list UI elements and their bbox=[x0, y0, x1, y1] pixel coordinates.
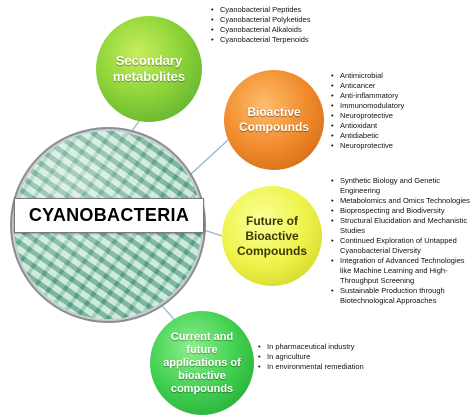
list-item: Neuroprotective bbox=[331, 141, 471, 151]
list-item: Structural Elucidation and Mechanistic S… bbox=[331, 216, 471, 236]
list-item: Antidiabetic bbox=[331, 131, 471, 141]
list-item: Cyanobacterial Alkaloids bbox=[211, 25, 351, 35]
list-item: Metabolomics and Omics Technologies bbox=[331, 196, 471, 206]
list-item: Antimicrobial bbox=[331, 71, 471, 81]
list-item: Cyanobacterial Peptides bbox=[211, 5, 351, 15]
bioactive-compounds-node: Bioactive Compounds bbox=[224, 70, 324, 170]
connector-future bbox=[203, 229, 223, 237]
list-item: Anticancer bbox=[331, 81, 471, 91]
center-label: CYANOBACTERIA bbox=[14, 198, 204, 233]
list-item: Synthetic Biology and Genetic Engineerin… bbox=[331, 176, 471, 196]
future-bioactive-label: Future of Bioactive Compounds bbox=[237, 213, 307, 258]
applications-label: Current and future applications of bioac… bbox=[163, 330, 241, 395]
bioactive-compounds-list: Antimicrobial Anticancer Anti-inflammato… bbox=[331, 71, 471, 151]
list-item: Continued Exploration of Untapped Cyanob… bbox=[331, 236, 471, 256]
applications-list: In pharmaceutical industry In agricultur… bbox=[258, 342, 458, 372]
list-item: Integration of Advanced Technologies lik… bbox=[331, 256, 471, 286]
secondary-metabolites-label: Secondary metabolites bbox=[112, 53, 186, 84]
future-bioactive-list: Synthetic Biology and Genetic Engineerin… bbox=[331, 176, 471, 306]
bioactive-compounds-label: Bioactive Compounds bbox=[239, 105, 309, 134]
list-item: Anti-inflammatory bbox=[331, 91, 471, 101]
list-item: Immunomodulatory bbox=[331, 101, 471, 111]
list-item: Cyanobacterial Terpenoids bbox=[211, 35, 351, 45]
list-item: In environmental remediation bbox=[258, 362, 458, 372]
list-item: Sustainable Production through Biotechno… bbox=[331, 286, 471, 306]
future-bioactive-node: Future of Bioactive Compounds bbox=[222, 186, 322, 286]
applications-node: Current and future applications of bioac… bbox=[150, 311, 254, 415]
list-item: Bioprospecting and Biodiversity bbox=[331, 206, 471, 216]
list-item: In agriculture bbox=[258, 352, 458, 362]
connector-bioactive bbox=[189, 139, 229, 176]
list-item: Neuroprotective bbox=[331, 111, 471, 121]
list-item: In pharmaceutical industry bbox=[258, 342, 458, 352]
list-item: Antioxidant bbox=[331, 121, 471, 131]
list-item: Cyanobacterial Polyketides bbox=[211, 15, 351, 25]
secondary-metabolites-list: Cyanobacterial Peptides Cyanobacterial P… bbox=[211, 5, 351, 45]
secondary-metabolites-node: Secondary metabolites bbox=[96, 16, 202, 122]
